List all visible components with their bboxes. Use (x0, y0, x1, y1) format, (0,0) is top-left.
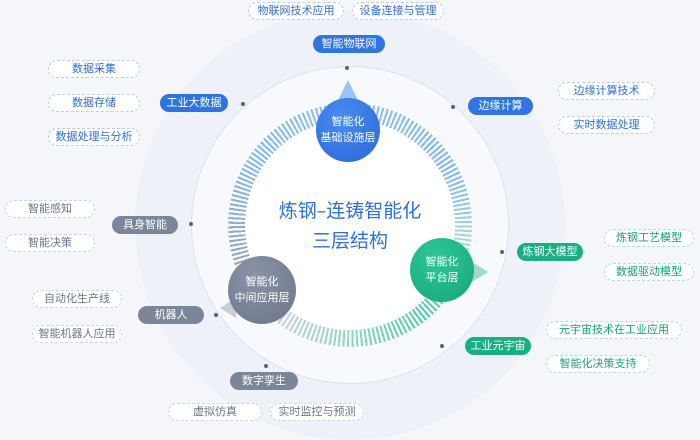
ring-dot (451, 105, 455, 109)
chip-metaverse-app[interactable]: 元宇宙技术在工业应用 (546, 321, 682, 339)
chip-iot[interactable]: 智能物联网 (313, 35, 385, 53)
pointer-platform (472, 262, 488, 282)
chip-robot[interactable]: 机器人 (138, 306, 204, 324)
chip-device-mgmt[interactable]: 设备连接与管理 (352, 2, 444, 20)
diagram-title: 炼钢–连铸智能化 三层结构 (250, 196, 450, 256)
chip-data-analysis[interactable]: 数据处理与分析 (48, 128, 140, 146)
chip-data-store[interactable]: 数据存储 (48, 94, 140, 112)
ring-dot (440, 344, 444, 348)
ring-dot (189, 222, 193, 226)
chip-data-driven-model[interactable]: 数据驱动模型 (604, 263, 694, 281)
chip-steel-model[interactable]: 炼钢大模型 (517, 243, 583, 261)
chip-decision-support[interactable]: 智能化决策支持 (546, 355, 650, 373)
node-label: 智能化 (425, 255, 459, 268)
node-label: 智能化 (245, 275, 279, 288)
chip-iot-tech[interactable]: 物联网技术应用 (248, 2, 344, 20)
application-layer-node[interactable]: 智能化 中间应用层 (228, 256, 296, 324)
title-line2: 三层结构 (311, 230, 388, 252)
chip-realtime[interactable]: 实时数据处理 (558, 116, 655, 134)
chip-digital-twin[interactable]: 数字孪生 (230, 372, 298, 390)
chip-edge-tech[interactable]: 边缘计算技术 (558, 82, 655, 100)
chip-robot-app[interactable]: 智能机器人应用 (32, 325, 122, 343)
pointer-infrastructure (338, 80, 358, 100)
ring-dot (264, 364, 268, 368)
chip-simulation[interactable]: 虚拟仿真 (168, 403, 262, 421)
chip-decision[interactable]: 智能决策 (5, 234, 95, 252)
node-label: 基础设施层 (320, 131, 376, 144)
ring-dot (241, 102, 245, 106)
ring-dot (345, 66, 349, 70)
chip-process-model[interactable]: 炼钢工艺模型 (604, 229, 694, 247)
chip-edge[interactable]: 边缘计算 (468, 97, 533, 115)
platform-layer-node[interactable]: 智能化 平台层 (410, 238, 474, 302)
chip-data-collect[interactable]: 数据采集 (48, 60, 140, 78)
chip-perception[interactable]: 智能感知 (5, 200, 95, 218)
node-label: 智能化 (331, 115, 365, 128)
title-line1: 炼钢–连铸智能化 (278, 200, 422, 222)
chip-monitoring[interactable]: 实时监控与预测 (270, 403, 364, 421)
chip-metaverse[interactable]: 工业元宇宙 (465, 337, 531, 355)
ring-dot (500, 250, 504, 254)
ring-dot (214, 313, 218, 317)
infrastructure-layer-node[interactable]: 智能化 基础设施层 (316, 98, 380, 162)
chip-embodied[interactable]: 具身智能 (112, 216, 178, 234)
node-label: 平台层 (425, 271, 459, 284)
chip-auto-line[interactable]: 自动化生产线 (32, 290, 122, 308)
node-label: 中间应用层 (234, 291, 290, 304)
chip-bigdata[interactable]: 工业大数据 (160, 94, 228, 112)
